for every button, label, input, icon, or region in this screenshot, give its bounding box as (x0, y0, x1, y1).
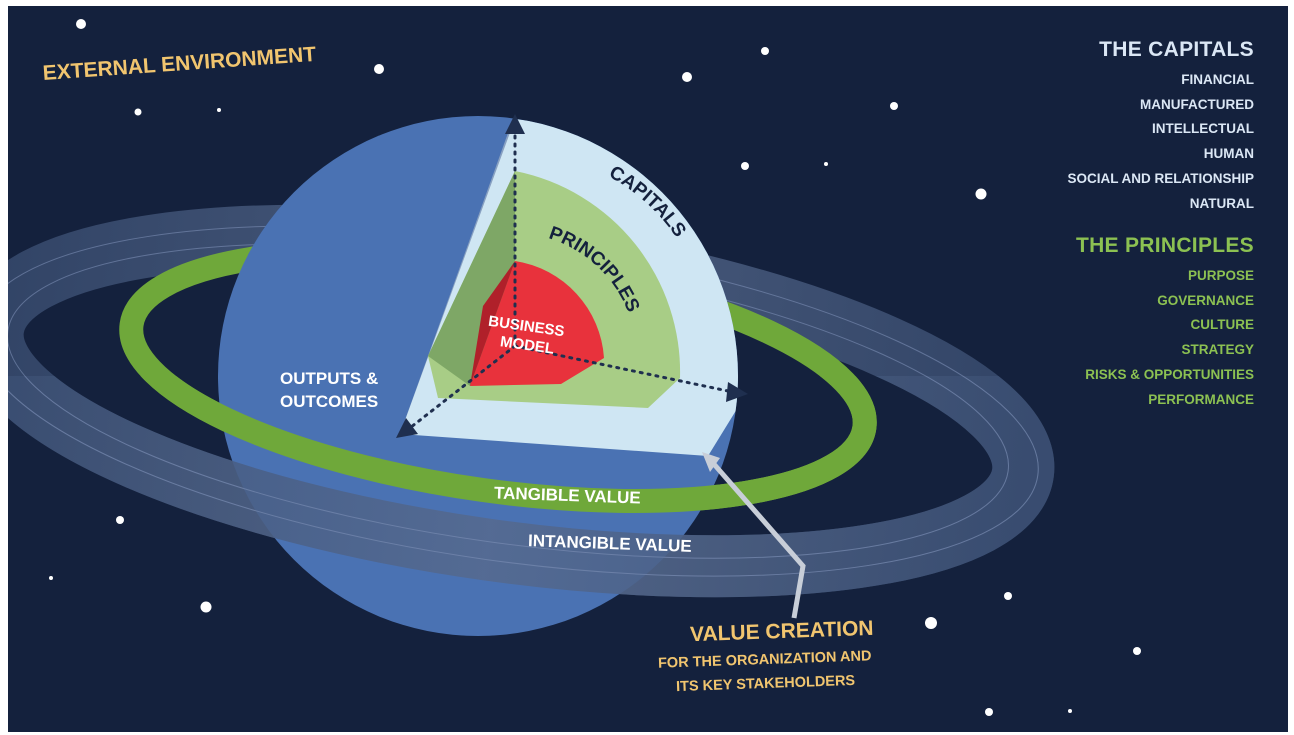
capitals-item: INTELLECTUAL (1152, 121, 1254, 137)
capitals-item: MANUFACTURED (1140, 96, 1254, 112)
capitals-item: HUMAN (1203, 146, 1254, 162)
principles-item: PERFORMANCE (1148, 391, 1254, 407)
principles-item: CULTURE (1190, 317, 1255, 333)
value-creation-pointer (711, 461, 806, 619)
planet-diagram: CAPITALS PRINCIPLES (8, 19, 1141, 716)
planet-cutaway (400, 119, 738, 456)
value-creation-arrowhead (702, 452, 720, 472)
outputs-outcomes-line2: OUTCOMES (280, 392, 379, 411)
diagram-frame: CAPITALS PRINCIPLES EXTERNAL ENVIRONMENT… (8, 6, 1288, 732)
capitals-item: SOCIAL AND RELATIONSHIP (1067, 170, 1254, 186)
outputs-outcomes-line1: OUTPUTS & (280, 369, 379, 388)
capitals-legend: THE CAPITALS FINANCIAL MANUFACTURED INTE… (1067, 38, 1254, 216)
stars (49, 19, 1141, 716)
principles-item: STRATEGY (1181, 342, 1254, 358)
capitals-item: FINANCIAL (1181, 72, 1254, 87)
tangible-ring-front (119, 376, 877, 513)
principles-item: PURPOSE (1187, 268, 1254, 283)
axis-arrowheads (396, 114, 748, 438)
intangible-ring-front (8, 376, 1055, 598)
principles-item: RISKS & OPPORTUNITIES (1085, 366, 1254, 382)
axes (404, 129, 730, 433)
capitals-item: NATURAL (1189, 195, 1254, 211)
principles-item: GOVERNANCE (1157, 292, 1254, 308)
capitals-legend-heading: THE CAPITALS (1099, 38, 1254, 61)
principles-legend-heading: THE PRINCIPLES (1075, 234, 1254, 257)
principles-legend: THE PRINCIPLES PURPOSE GOVERNANCE CULTUR… (1076, 234, 1254, 412)
